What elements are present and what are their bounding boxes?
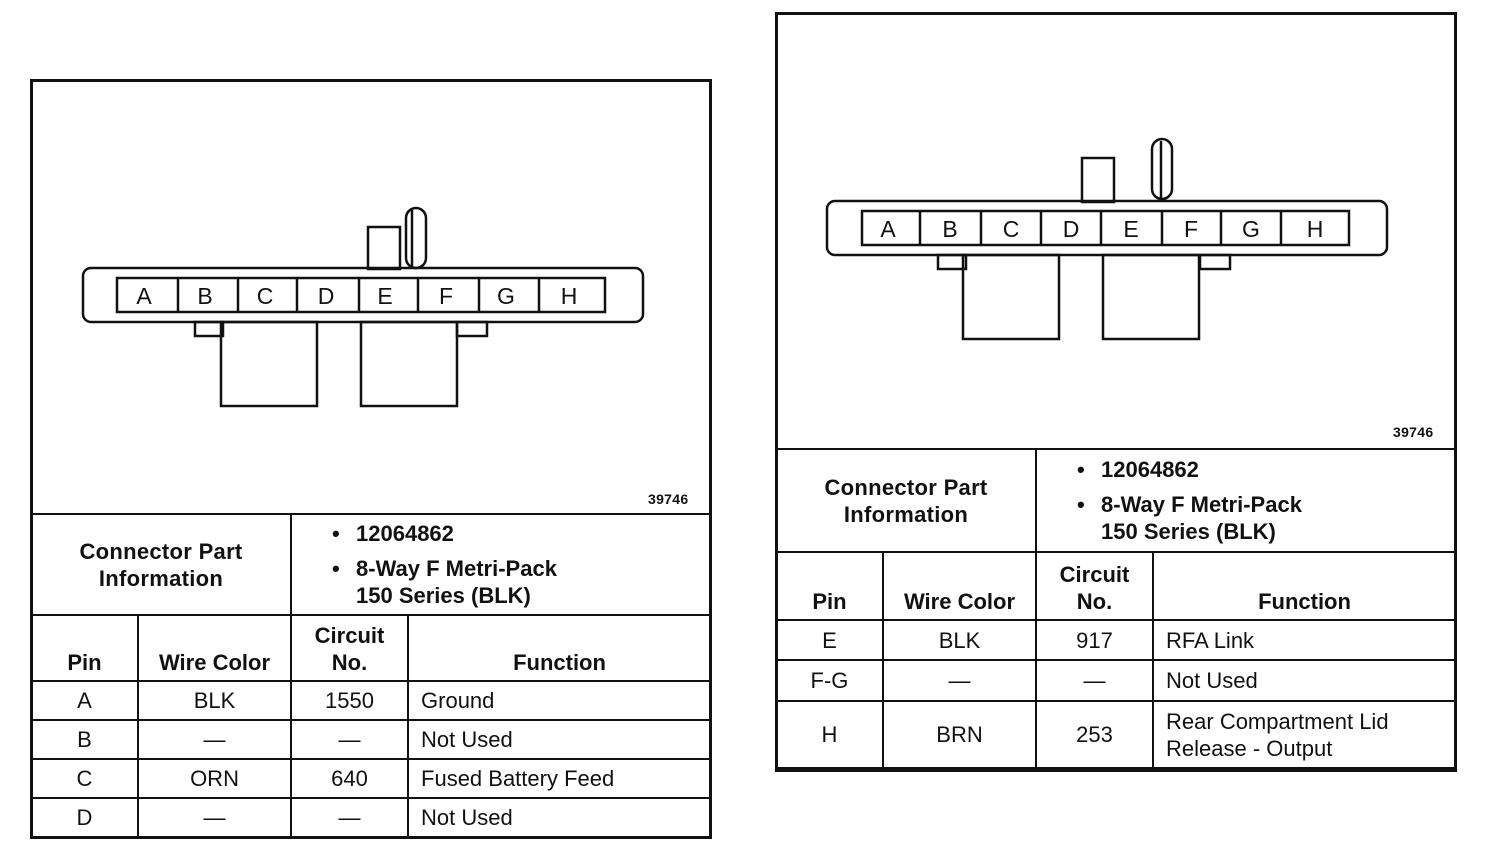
- connector-part-label: Connector Part Information: [774, 448, 1038, 553]
- connector-diagram: A B C D E F G H: [81, 206, 645, 408]
- figure-number: 39746: [1393, 424, 1434, 440]
- circuit-cell: 1550: [290, 680, 410, 721]
- pin-label-a: A: [136, 283, 152, 309]
- pin-label-c: C: [257, 283, 274, 309]
- circuit-cell: —: [290, 797, 410, 838]
- pin-label-b: B: [197, 283, 212, 309]
- wire-color-cell: —: [136, 797, 293, 838]
- function-cell: Not Used: [1152, 659, 1457, 702]
- latch-right: [455, 320, 489, 338]
- header-wire-color: Wire Color: [136, 614, 293, 682]
- part-number-item: •12064862: [1077, 457, 1199, 482]
- wire-color-cell: BRN: [881, 700, 1038, 769]
- pin-label-g: G: [497, 283, 515, 309]
- pin-label-h: H: [1307, 216, 1324, 242]
- part-description-item: •8-Way F Metri-Pack: [332, 556, 557, 581]
- header-pin: Pin: [30, 614, 139, 682]
- table-row: D — — Not Used: [30, 797, 712, 838]
- circuit-cell: —: [1035, 659, 1155, 702]
- circuit-cell: —: [290, 719, 410, 760]
- wire-color-cell: —: [136, 719, 293, 760]
- locking-tab: [1080, 156, 1116, 204]
- pin-label-a: A: [880, 216, 896, 242]
- header-function: Function: [407, 614, 712, 682]
- connector-panel-right: A B C D E F G H 39746 Connector Part Informatio…: [774, 12, 1457, 772]
- pin-cell: F-G: [775, 659, 884, 702]
- circuit-cell: 640: [290, 758, 410, 799]
- header-pin: Pin: [775, 551, 884, 621]
- header-wire-color: Wire Color: [881, 551, 1038, 621]
- terminal-probe-icon: [1150, 137, 1174, 201]
- figure-number: 39746: [648, 491, 689, 507]
- terminal-housing-left: [961, 253, 1061, 341]
- terminal-housing-right: [359, 320, 459, 408]
- pin-cell: H: [775, 700, 884, 769]
- locking-tab: [366, 225, 402, 271]
- function-cell: Fused Battery Feed: [407, 758, 712, 799]
- latch-left: [936, 253, 968, 271]
- pin-cell: A: [30, 680, 139, 721]
- pin-label-e: E: [1123, 216, 1138, 242]
- pin-label-f: F: [1184, 216, 1198, 242]
- function-cell: Not Used: [407, 797, 712, 838]
- pin-cell: B: [30, 719, 139, 760]
- function-cell: Not Used: [407, 719, 712, 760]
- latch-right: [1198, 253, 1232, 271]
- circuit-cell: 253: [1035, 700, 1155, 769]
- wire-color-cell: —: [881, 659, 1038, 702]
- pin-cavity-row: [860, 209, 1351, 247]
- header-function: Function: [1152, 551, 1457, 621]
- connector-part-label: Connector Part Information: [29, 513, 293, 616]
- wire-color-cell: BLK: [881, 619, 1038, 661]
- table-row: B — — Not Used: [30, 719, 712, 760]
- pin-label-b: B: [942, 216, 957, 242]
- circuit-cell: 917: [1035, 619, 1155, 661]
- part-number-item: •12064862: [332, 521, 454, 546]
- pin-cavity-row: [115, 276, 607, 314]
- table-row: E BLK 917 RFA Link: [775, 619, 1457, 661]
- terminal-probe-icon: [404, 206, 428, 270]
- part-details: •12064862 •8-Way F Metri-Pack 150 Series…: [1035, 448, 1457, 553]
- connector-info-table: Connector Part Information •12064862 •8-…: [774, 448, 1457, 769]
- latch-left: [193, 320, 225, 338]
- pin-cell: E: [775, 619, 884, 661]
- part-details: •12064862 •8-Way F Metri-Pack 150 Series…: [290, 513, 712, 616]
- pin-label-f: F: [439, 283, 453, 309]
- wire-color-cell: BLK: [136, 680, 293, 721]
- pin-label-e: E: [377, 283, 392, 309]
- pin-cell: C: [30, 758, 139, 799]
- connector-diagram: A B C D E F G H: [825, 137, 1389, 341]
- table-row: F-G — — Not Used: [775, 659, 1457, 702]
- connector-body: [825, 199, 1389, 257]
- function-cell: RFA Link: [1152, 619, 1457, 661]
- terminal-housing-left: [219, 320, 319, 408]
- part-info-row: Connector Part Information •12064862 •8-…: [774, 448, 1457, 553]
- table-row: A BLK 1550 Ground: [30, 680, 712, 721]
- terminal-housing-right: [1101, 253, 1201, 341]
- connector-info-table: Connector Part Information •12064862 •8-…: [29, 513, 712, 838]
- connector-body: [81, 266, 645, 324]
- part-description-item: •8-Way F Metri-Pack: [1077, 492, 1302, 517]
- pin-cell: D: [30, 797, 139, 838]
- pin-label-c: C: [1003, 216, 1020, 242]
- wire-color-cell: ORN: [136, 758, 293, 799]
- function-cell: Ground: [407, 680, 712, 721]
- pin-label-d: D: [318, 283, 335, 309]
- pin-label-g: G: [1242, 216, 1260, 242]
- table-row: C ORN 640 Fused Battery Feed: [30, 758, 712, 799]
- pin-label-h: H: [561, 283, 578, 309]
- part-info-row: Connector Part Information •12064862 •8-…: [29, 513, 712, 616]
- pin-label-d: D: [1063, 216, 1080, 242]
